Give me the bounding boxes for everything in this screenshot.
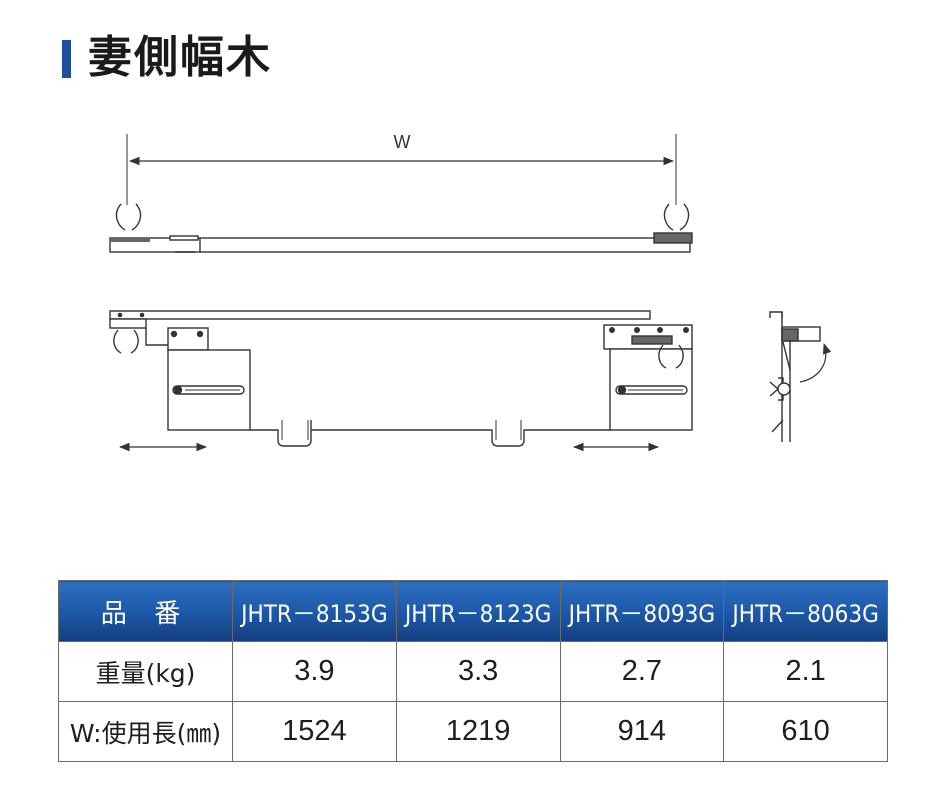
table-cell: 1219 xyxy=(395,701,561,762)
top-view xyxy=(109,134,693,253)
side-view xyxy=(769,311,832,442)
table-row: W:使用長(㎜) 1524 1219 914 610 xyxy=(58,701,888,762)
table-cell: 2.7 xyxy=(559,641,725,702)
header-model: JHTR－8123G xyxy=(395,580,561,642)
table-cell: 610 xyxy=(723,701,888,762)
table-header-row: 品 番 JHTR－8153G JHTR－8123G JHTR－8093G JHT… xyxy=(58,580,888,642)
front-view xyxy=(109,310,693,452)
header-model: JHTR－8153G xyxy=(232,580,397,642)
header-part-number: 品 番 xyxy=(58,580,233,642)
row-label-weight: 重量(kg) xyxy=(58,641,233,702)
table-cell: 914 xyxy=(559,701,725,762)
table-row: 重量(kg) 3.9 3.3 2.7 2.1 xyxy=(58,641,888,702)
table-cell: 3.9 xyxy=(232,641,397,702)
page-title: 妻側幅木 xyxy=(88,32,272,83)
width-label: W xyxy=(394,132,411,152)
table-cell: 2.1 xyxy=(723,641,888,702)
table-cell: 1524 xyxy=(232,701,397,762)
title-accent-bar xyxy=(62,40,71,78)
table-cell: 3.3 xyxy=(395,641,561,702)
row-label-length: W:使用長(㎜) xyxy=(58,701,233,762)
header-model: JHTR－8063G xyxy=(723,580,888,642)
technical-drawing: W xyxy=(109,132,832,452)
header-model: JHTR－8093G xyxy=(559,580,725,642)
spec-table: 品 番 JHTR－8153G JHTR－8123G JHTR－8093G JHT… xyxy=(58,580,888,762)
